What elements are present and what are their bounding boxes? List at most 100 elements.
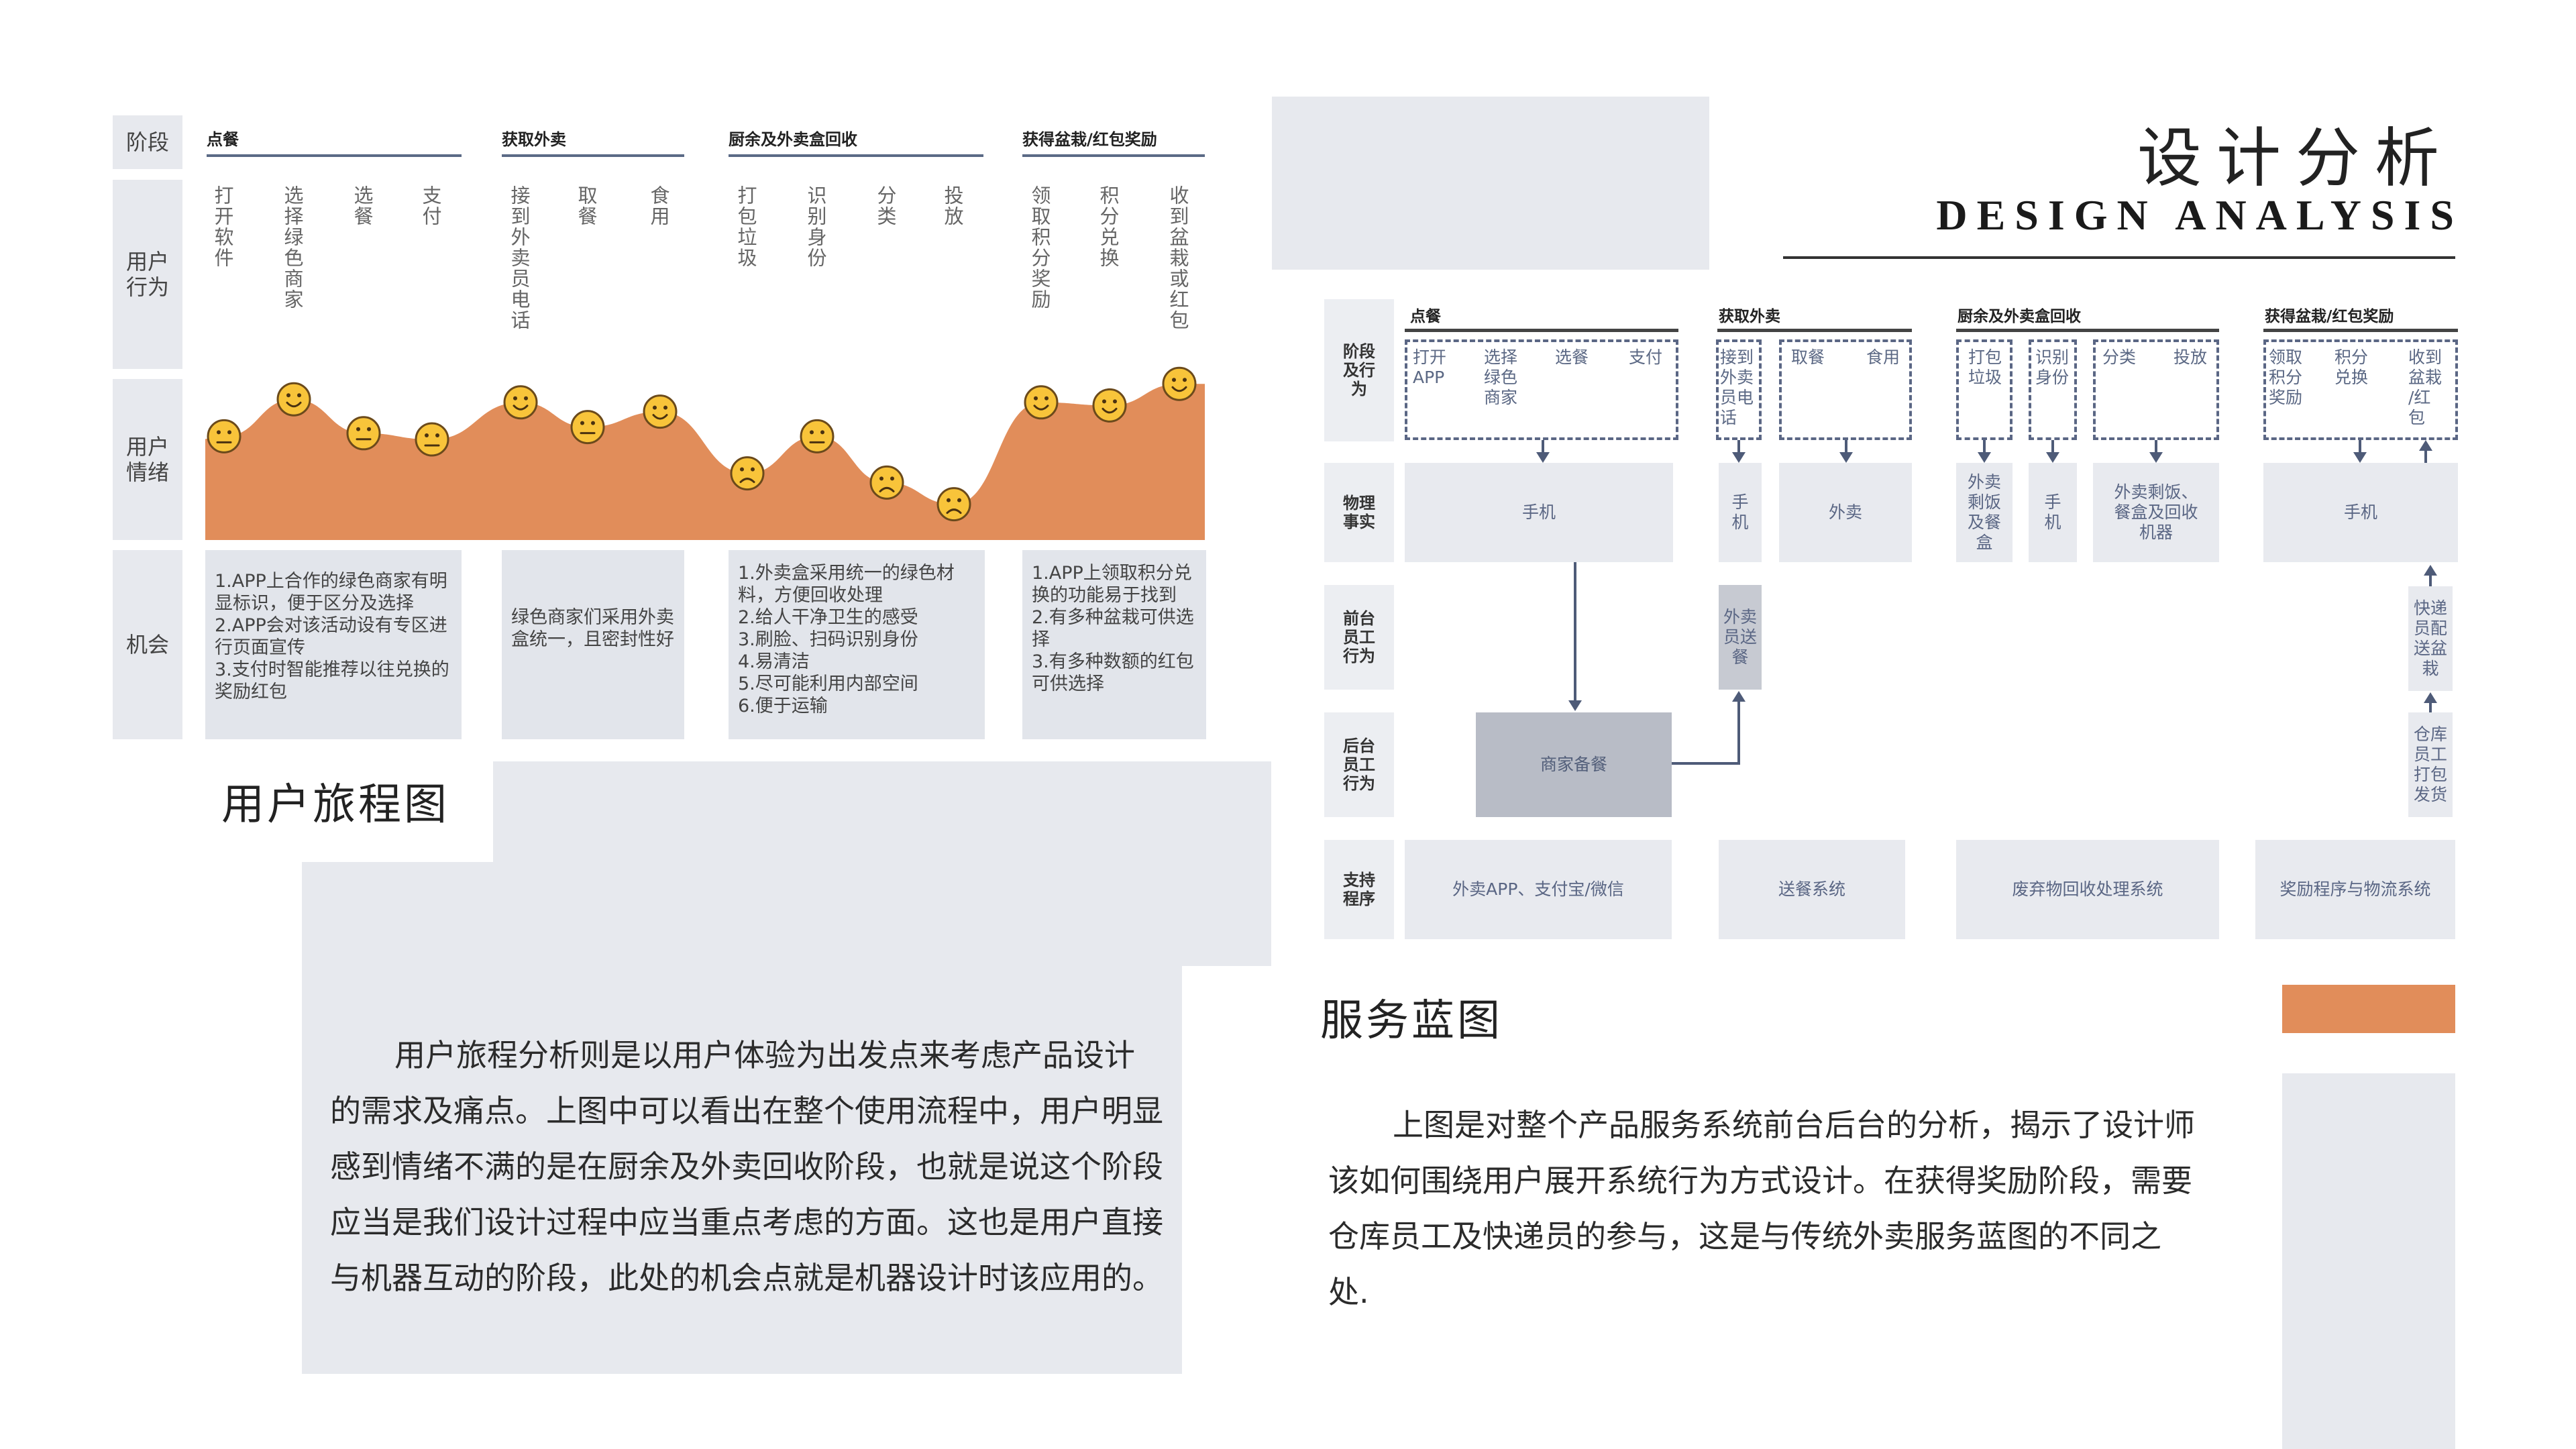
- blueprint-frontstage-delivery: 外卖 员送 餐: [1719, 585, 1762, 690]
- emotion-face-happy-icon: [276, 382, 311, 417]
- journey-action: 食用: [647, 185, 670, 227]
- journey-action: 取餐: [575, 185, 598, 227]
- journey-action: 积分兑换: [1097, 185, 1120, 268]
- blueprint-action: 支付: [1629, 347, 1663, 367]
- journey-stage-line: [502, 154, 684, 157]
- journey-action: 打包垃圾: [735, 185, 757, 268]
- connector-line: [1574, 562, 1576, 703]
- emotion-face-happy-icon: [643, 394, 678, 429]
- blueprint-physical-machine: 外卖剩饭、 餐盒及回收 机器: [2093, 463, 2219, 562]
- emotion-face-happy-icon: [1092, 388, 1127, 423]
- journey-row-label-action: 用户 行为: [113, 180, 182, 369]
- journey-action: 接到外卖员电话: [508, 185, 531, 331]
- blueprint-stage-line: [1405, 329, 1678, 332]
- connector-arrow: [1732, 691, 1746, 702]
- journey-action: 投放: [941, 185, 964, 227]
- blueprint-row-label-support: 支持 程序: [1324, 840, 1394, 939]
- blueprint-action-group-pickup-call: [1716, 339, 1762, 440]
- journey-opportunity-pickup: 绿色商家们采用外卖盒统一，且密封性好: [502, 550, 684, 739]
- blueprint-stage-pickup: 获取外卖: [1719, 308, 1780, 325]
- journey-action: 分类: [874, 185, 897, 227]
- connector-line: [1542, 440, 1544, 455]
- journey-action: 选择绿色商家: [281, 185, 304, 310]
- journey-paragraph: 用户旅程分析则是以用户体验为出发点来考虑产品设计的需求及痛点。上图中可以看出在整…: [330, 1037, 1163, 1296]
- journey-action: 识别身份: [804, 185, 827, 268]
- section-title-en: DESIGN ANALYSIS: [1936, 191, 2463, 239]
- emotion-face-sad-icon: [730, 456, 765, 491]
- blueprint-physical-phone: 手机: [1405, 463, 1673, 562]
- accent-orange-bar: [2282, 985, 2455, 1033]
- blueprint-row-label-backstage: 后台 员工 行为: [1324, 712, 1394, 817]
- emotion-face-neutral-icon: [570, 410, 605, 445]
- emotion-face-happy-icon: [1162, 366, 1197, 401]
- connector-line: [2424, 448, 2427, 463]
- emotion-face-neutral-icon: [800, 419, 835, 453]
- journey-action: 打开软件: [211, 185, 234, 268]
- blueprint-action: 分类: [2102, 347, 2137, 367]
- blueprint-row-label-stage: 阶段 及行 为: [1324, 299, 1394, 441]
- blueprint-action: 食用: [1866, 347, 1900, 367]
- journey-stage-line: [1022, 154, 1205, 157]
- decor-panel-left-text: [302, 862, 1182, 1374]
- blueprint-action: 选择 绿色 商家: [1484, 347, 1518, 407]
- blueprint-action: 领取 积分 奖励: [2269, 347, 2303, 407]
- blueprint-action-group-reward: [2263, 339, 2458, 440]
- connector-arrow: [1978, 452, 1991, 463]
- connector-arrow: [2046, 452, 2059, 463]
- connector-line: [2155, 440, 2157, 455]
- blueprint-action-group-pack: [1956, 339, 2012, 440]
- journey-opportunity-order: 1.APP上合作的绿色商家有明显标识，便于区分及选择 2.APP会对该活动设有专…: [205, 550, 462, 739]
- blueprint-stage-recycle: 厨余及外卖盒回收: [1957, 308, 2081, 325]
- connector-line: [2359, 440, 2361, 455]
- emotion-area: [205, 384, 1205, 540]
- blueprint-stage-reward: 获得盆栽/红包奖励: [2265, 308, 2394, 325]
- blueprint-action: 打包 垃圾: [1968, 347, 2002, 387]
- blueprint-physical-phone: 手 机: [2029, 463, 2077, 562]
- blueprint-paragraph: 上图是对整个产品服务系统前台后台的分析，揭示了设计师该如何围绕用户展开系统行为方…: [1328, 1107, 2195, 1310]
- blueprint-stage-order: 点餐: [1410, 308, 1441, 325]
- connector-line: [1737, 440, 1740, 455]
- journey-stage-reward: 获得盆栽/红包奖励: [1022, 130, 1157, 149]
- journey-opportunity-recycle: 1.外卖盒采用统一的绿色材料，方便回收处理 2.给人干净卫生的感受 3.刷脸、扫…: [729, 550, 985, 739]
- blueprint-action-group-pickup-eat: [1779, 339, 1912, 440]
- blueprint-physical-leftovers: 外卖 剩饭 及餐 盒: [1956, 463, 2012, 562]
- connector-arrow: [2419, 440, 2432, 451]
- blueprint-action: 识别 身份: [2035, 347, 2070, 387]
- blueprint-action-group-sort: [2093, 339, 2219, 440]
- connector-line: [2051, 440, 2054, 455]
- connector-arrow: [1568, 700, 1582, 711]
- connector-line: [2429, 700, 2432, 712]
- journey-action: 领取积分奖励: [1028, 185, 1051, 310]
- blueprint-backstage-warehouse: 仓库 员工 打包 发货: [2408, 712, 2453, 817]
- emotion-face-neutral-icon: [346, 416, 381, 451]
- emotion-face-sad-icon: [869, 465, 904, 500]
- blueprint-support-app: 外卖APP、支付宝/微信: [1405, 840, 1672, 939]
- blueprint-physical-takeout: 外卖: [1779, 463, 1912, 562]
- emotion-face-sad-icon: [936, 487, 971, 522]
- blueprint-physical-phone: 手 机: [1719, 463, 1762, 562]
- connector-line: [1845, 440, 1847, 455]
- blueprint-row-label-physical: 物理 事实: [1324, 463, 1394, 562]
- journey-action: 支付: [419, 185, 442, 227]
- journey-stage-line: [729, 154, 983, 157]
- blueprint-action-group-order: [1405, 339, 1678, 440]
- journey-stage-line: [207, 154, 462, 157]
- journey-row-label-stage: 阶段: [113, 115, 182, 169]
- journey-map-title: 用户旅程图: [221, 780, 449, 830]
- emotion-face-neutral-icon: [415, 422, 449, 457]
- journey-stage-recycle: 厨余及外卖盒回收: [729, 130, 857, 149]
- blueprint-support-delivery-system: 送餐系统: [1719, 840, 1905, 939]
- connector-line: [1737, 700, 1740, 765]
- section-title-cn: 设计分析: [2137, 121, 2454, 196]
- journey-stage-order: 点餐: [207, 130, 239, 149]
- blueprint-action: 选餐: [1555, 347, 1589, 367]
- decor-panel-right-strip: [2282, 1073, 2455, 1449]
- connector-arrow: [2149, 452, 2163, 463]
- blueprint-stage-line: [1956, 329, 2219, 332]
- journey-action: 收到盆栽或红包: [1167, 185, 1189, 331]
- blueprint-frontstage-courier: 快递 员配 送盆 栽: [2408, 586, 2453, 691]
- blueprint-physical-phone: 手机: [2263, 463, 2458, 562]
- blueprint-support-recycling-system: 废弃物回收处理系统: [1956, 840, 2219, 939]
- blueprint-action: 投放: [2174, 347, 2208, 367]
- blueprint-action: 积分 兑换: [2334, 347, 2369, 387]
